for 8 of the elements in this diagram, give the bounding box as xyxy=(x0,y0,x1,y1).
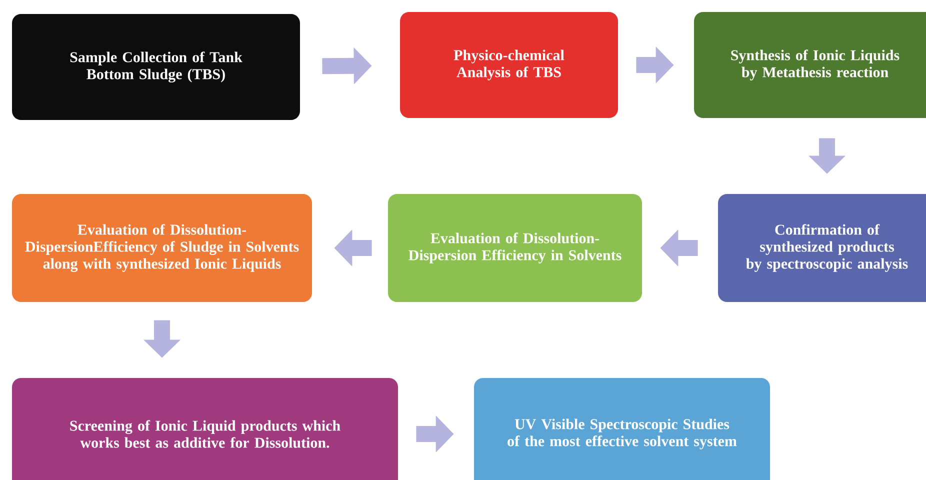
process-box: Sample Collection of Tank Bottom Sludge (TBS) xyxy=(12,14,300,120)
process-box: Confirmation of synthesized products by spectroscopic analysis xyxy=(718,194,926,302)
process-box: UV Visible Spectroscopic Studies of the most effective solvent system xyxy=(474,378,770,480)
process-box: Evaluation of Dissolution-Dispersion Efficiency in Solvents xyxy=(388,194,642,302)
process-box: Screening of Ionic Liquid products which works best as additive for Dissolution. xyxy=(12,378,398,480)
process-box: Synthesis of Ionic Liquids by Metathesis reaction xyxy=(694,12,926,118)
process-box: Evaluation of Dissolution-DispersionEfficiency of Sludge in Solvents along with synthesized Ionic Liquids xyxy=(12,194,312,302)
process-box: Physico-chemical Analysis of TBS xyxy=(400,12,618,118)
